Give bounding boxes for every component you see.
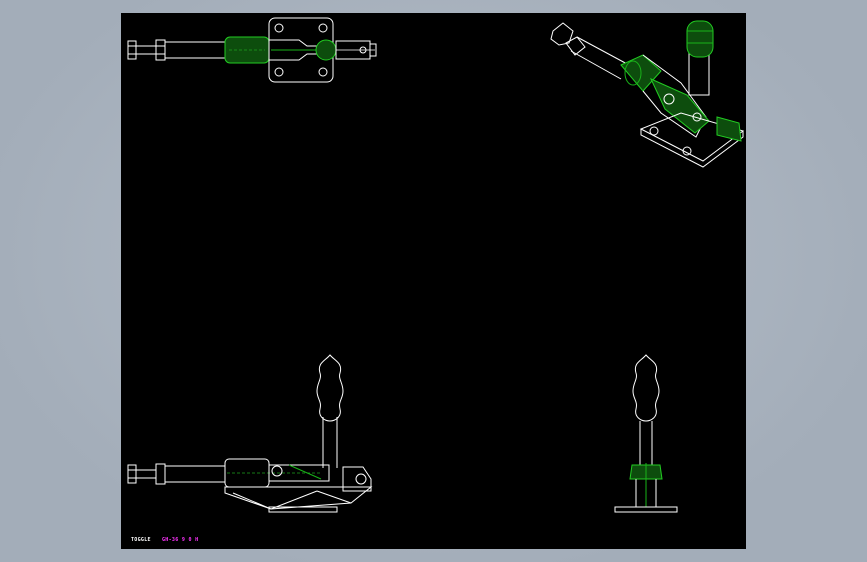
top-view (127, 17, 377, 83)
isometric-view (550, 20, 745, 168)
side-view (614, 354, 678, 513)
front-view (127, 354, 373, 513)
cad-drawing (127, 17, 745, 513)
part-number-label: GH-36 9 0 H (162, 537, 199, 543)
drawing-sheet: TOGGLE GH-36 9 0 H (121, 13, 746, 549)
title-block-label: TOGGLE (131, 537, 151, 543)
